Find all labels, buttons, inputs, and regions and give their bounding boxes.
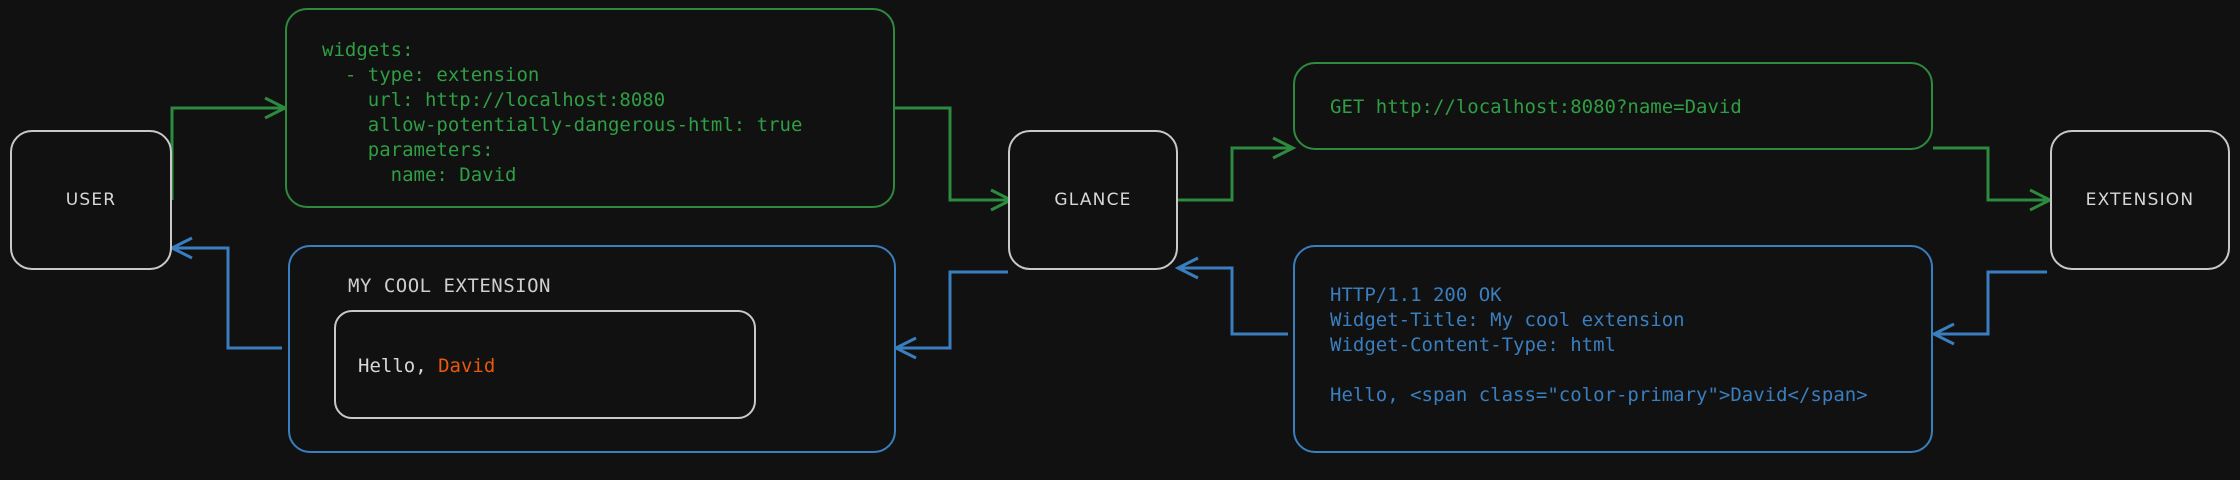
node-glance-label: GLANCE <box>1054 190 1132 210</box>
widget-card-greeting: Hello, <box>358 355 439 377</box>
edge-response-to-glance <box>1174 256 1288 336</box>
edge-glance-to-preview <box>892 270 1008 360</box>
node-extension[interactable]: EXTENSION <box>2050 130 2230 270</box>
edge-extension-to-response <box>1930 270 2047 346</box>
config-yaml-text: widgets: - type: extension url: http://l… <box>322 39 803 186</box>
widget-card-name: David <box>438 355 496 377</box>
widget-preview-card-text: Hello, David <box>358 355 495 377</box>
edge-config-to-glance <box>895 106 1015 212</box>
edge-user-to-config <box>170 96 289 200</box>
edge-preview-to-user <box>168 236 282 350</box>
http-request-box: GET http://localhost:8080?name=David <box>1293 62 1933 150</box>
http-response-text: HTTP/1.1 200 OK Widget-Title: My cool ex… <box>1330 284 1868 406</box>
widget-preview-card: Hello, David <box>334 310 756 419</box>
http-response-box: HTTP/1.1 200 OK Widget-Title: My cool ex… <box>1293 245 1933 453</box>
widget-preview-box: MY COOL EXTENSION Hello, David <box>288 245 896 453</box>
widget-preview-title: MY COOL EXTENSION <box>348 275 551 297</box>
config-yaml-box: widgets: - type: extension url: http://l… <box>285 8 895 208</box>
node-user-label: USER <box>65 190 117 210</box>
node-user[interactable]: USER <box>10 130 172 270</box>
node-extension-label: EXTENSION <box>2085 190 2195 210</box>
node-glance[interactable]: GLANCE <box>1008 130 1178 270</box>
edge-glance-to-request <box>1178 136 1297 202</box>
http-request-text: GET http://localhost:8080?name=David <box>1330 96 1742 118</box>
edge-request-to-extension <box>1933 146 2054 212</box>
